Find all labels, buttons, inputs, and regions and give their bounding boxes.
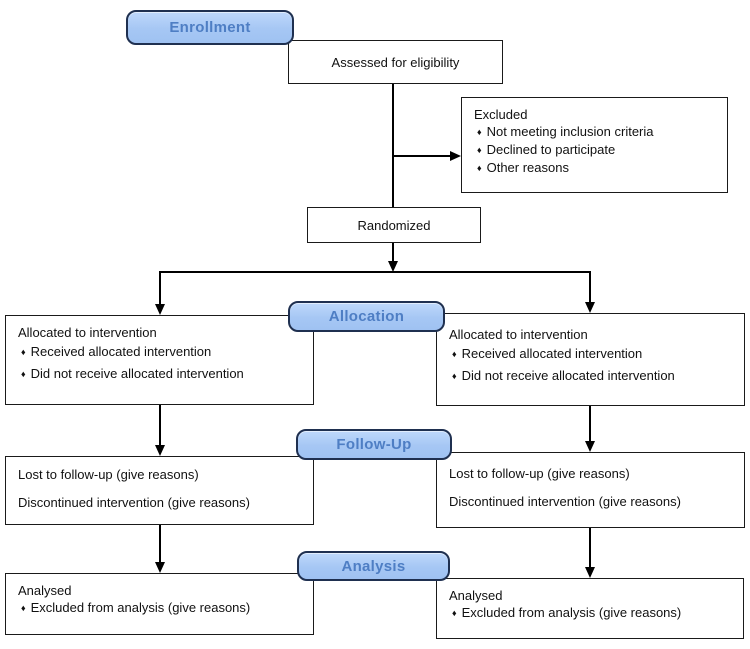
diamond-bullet-icon: ♦ (477, 163, 482, 173)
assessed-box: Assessed for eligibility (288, 40, 503, 84)
excluded-bullet: ♦Other reasons (477, 160, 569, 175)
arrowhead-followup-right (585, 441, 595, 452)
allocation-right-bullet: ♦Did not receive allocated intervention (452, 368, 675, 383)
excluded-bullet: ♦Declined to participate (477, 142, 616, 157)
allocation-right-bullet: ♦Received allocated intervention (452, 346, 643, 361)
diamond-bullet-icon: ♦ (452, 349, 457, 359)
followup-left-line: Lost to follow-up (give reasons) (18, 467, 199, 482)
arrowhead-followup-left (155, 445, 165, 456)
excluded-bullet: ♦Not meeting inclusion criteria (477, 124, 654, 139)
excluded-title: Excluded (474, 107, 528, 122)
connector-randomized-to-branch (392, 243, 394, 263)
analysis-box-right: Analysed ♦Excluded from analysis (give r… (436, 578, 744, 639)
allocation-left-title: Allocated to intervention (18, 325, 157, 340)
connector-allocation-to-followup-right (589, 406, 591, 442)
arrowhead-allocation-left (155, 304, 165, 315)
allocation-right-title: Allocated to intervention (449, 327, 588, 342)
connector-followup-to-analysis-left (159, 525, 161, 563)
followup-left-line: Discontinued intervention (give reasons) (18, 495, 250, 510)
stage-badge-allocation: Allocation (288, 301, 445, 332)
followup-box-right: Lost to follow-up (give reasons) Discont… (436, 452, 745, 528)
assessed-label: Assessed for eligibility (331, 54, 460, 70)
diamond-bullet-icon: ♦ (452, 371, 457, 381)
connector-branch-to-allocation-left (159, 271, 161, 305)
connector-assessed-to-randomized (392, 84, 394, 207)
allocation-label: Allocation (328, 308, 405, 325)
allocation-left-bullet: ♦Did not receive allocated intervention (21, 366, 244, 381)
diamond-bullet-icon: ♦ (477, 127, 482, 137)
followup-right-line: Lost to follow-up (give reasons) (449, 466, 630, 481)
diamond-bullet-icon: ♦ (477, 145, 482, 155)
analysis-label: Analysis (341, 557, 406, 575)
branch-line (159, 271, 591, 273)
arrowhead-allocation-right (585, 302, 595, 313)
diamond-bullet-icon: ♦ (21, 347, 26, 357)
allocation-box-left: Allocated to intervention ♦Received allo… (5, 315, 314, 405)
arrowhead-analysis-left (155, 562, 165, 573)
connector-allocation-to-followup-left (159, 405, 161, 446)
diamond-bullet-icon: ♦ (452, 608, 457, 618)
excluded-box: Excluded ♦Not meeting inclusion criteria… (461, 97, 728, 193)
follow-up-label: Follow-Up (336, 436, 412, 453)
randomized-label: Randomized (357, 217, 431, 233)
allocation-box-right: Allocated to intervention ♦Received allo… (436, 313, 745, 406)
arrowhead-excluded (450, 151, 461, 161)
connector-branch-to-allocation-right (589, 271, 591, 303)
analysis-box-left: Analysed ♦Excluded from analysis (give r… (5, 573, 314, 635)
followup-right-line: Discontinued intervention (give reasons) (449, 494, 681, 509)
stage-badge-enrollment: Enrollment (126, 10, 294, 45)
allocation-left-bullet: ♦Received allocated intervention (21, 344, 212, 359)
diamond-bullet-icon: ♦ (21, 603, 26, 613)
stage-badge-analysis: Analysis (297, 551, 450, 581)
followup-box-left: Lost to follow-up (give reasons) Discont… (5, 456, 314, 525)
randomized-box: Randomized (307, 207, 481, 243)
connector-followup-to-analysis-right (589, 528, 591, 568)
enrollment-label: Enrollment (169, 19, 251, 36)
diamond-bullet-icon: ♦ (21, 369, 26, 379)
stage-badge-follow-up: Follow-Up (296, 429, 452, 460)
analysis-left-bullet: ♦Excluded from analysis (give reasons) (21, 600, 251, 615)
analysis-right-bullet: ♦Excluded from analysis (give reasons) (452, 605, 682, 620)
arrowhead-branch (388, 261, 398, 272)
arrowhead-analysis-right (585, 567, 595, 578)
analysis-right-title: Analysed (449, 588, 503, 603)
connector-to-excluded (392, 155, 452, 157)
analysis-left-title: Analysed (18, 583, 72, 598)
